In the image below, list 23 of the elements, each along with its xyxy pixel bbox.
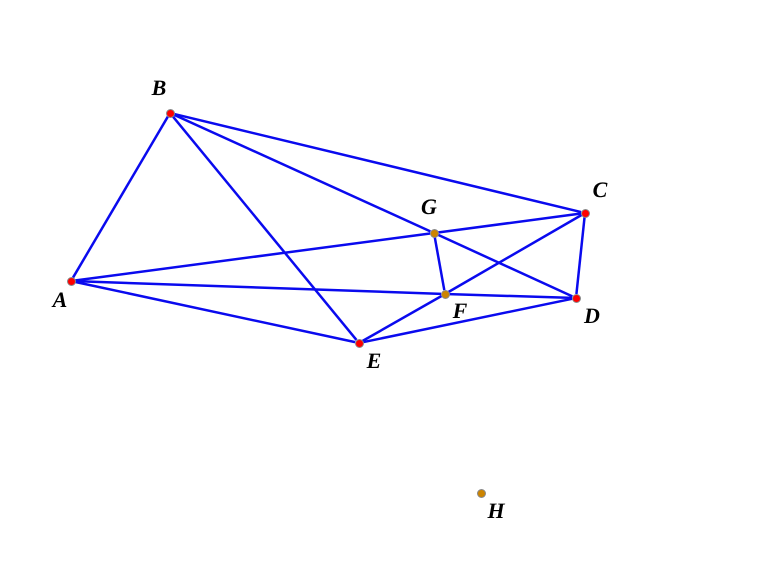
line-segment	[438, 212, 582, 234]
point-label: C	[592, 179, 608, 201]
line-segment	[74, 280, 356, 344]
line-segment	[437, 234, 573, 298]
point-label: F	[452, 300, 468, 322]
line-segment	[172, 115, 358, 341]
line-segment	[448, 292, 572, 300]
line-segment	[448, 214, 582, 294]
point-label: D	[584, 305, 600, 327]
point-label: G	[421, 196, 437, 218]
point-label: A	[52, 289, 68, 311]
line-segment	[74, 232, 430, 282]
point-label: H	[487, 500, 505, 522]
line-segment	[173, 114, 431, 232]
line-segment	[72, 116, 170, 278]
point-label: E	[366, 350, 382, 372]
line-segment	[433, 236, 446, 290]
line-segment	[575, 216, 586, 294]
line-segment	[362, 298, 572, 344]
line-segment	[362, 294, 442, 342]
line-segment	[74, 280, 442, 296]
point-label: B	[152, 77, 166, 99]
line-segment	[174, 112, 582, 214]
